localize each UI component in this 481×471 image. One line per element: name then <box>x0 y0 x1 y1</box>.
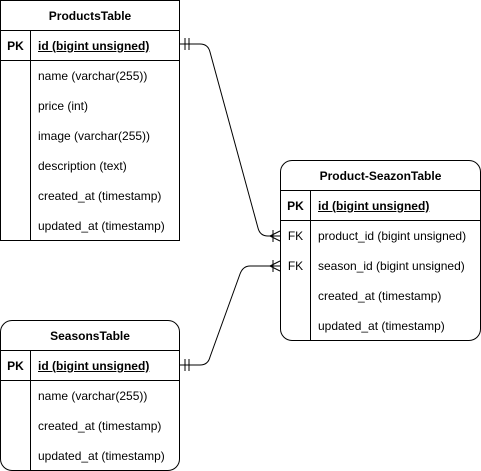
table-row: created_at (timestamp) <box>1 411 179 441</box>
key-label <box>1 381 31 411</box>
products-table[interactable]: ProductsTable PK id (bigint unsigned) na… <box>0 0 180 241</box>
table-row: description (text) <box>1 151 179 181</box>
key-label <box>281 311 311 340</box>
key-label: PK <box>1 31 31 60</box>
field-name: updated_at (timestamp) <box>38 449 165 463</box>
relationship-products-product-season <box>180 43 280 237</box>
crowsfoot-lower <box>269 235 281 242</box>
key-label: FK <box>281 251 311 281</box>
key-label <box>1 121 31 151</box>
table-row: name (varchar(255)) <box>1 381 179 411</box>
table-row: updated_at (timestamp) <box>281 311 480 340</box>
key-label <box>1 411 31 441</box>
key-label <box>1 91 31 121</box>
field-name: description (text) <box>38 159 127 173</box>
table-row: created_at (timestamp) <box>281 281 480 311</box>
table-title: SeasonsTable <box>1 321 179 351</box>
table-title: ProductsTable <box>1 1 179 31</box>
field-name: image (varchar(255)) <box>38 129 151 143</box>
field-name: id (bigint unsigned) <box>38 359 150 373</box>
key-label <box>1 61 31 91</box>
crowsfoot-upper <box>269 230 281 237</box>
key-label <box>1 181 31 211</box>
field-name: name (varchar(255)) <box>38 389 148 403</box>
key-label: PK <box>1 351 31 380</box>
key-label: PK <box>281 191 311 220</box>
table-row: image (varchar(255)) <box>1 121 179 151</box>
field-name: created_at (timestamp) <box>38 189 162 203</box>
field-name: name (varchar(255)) <box>38 69 148 83</box>
key-label <box>1 441 31 470</box>
table-title: Product-SeazonTable <box>281 161 480 191</box>
field-name: season_id (bigint unsigned) <box>318 259 465 273</box>
field-name: price (int) <box>38 99 89 113</box>
table-row: name (varchar(255)) <box>1 61 179 91</box>
table-row: FK season_id (bigint unsigned) <box>281 251 480 281</box>
field-name: created_at (timestamp) <box>318 289 442 303</box>
key-label <box>281 281 311 311</box>
field-name: updated_at (timestamp) <box>318 319 445 333</box>
table-row: created_at (timestamp) <box>1 181 179 211</box>
table-row-pk: PK id (bigint unsigned) <box>1 351 179 381</box>
table-row-pk: PK id (bigint unsigned) <box>1 31 179 61</box>
table-row: price (int) <box>1 91 179 121</box>
field-name: id (bigint unsigned) <box>318 199 430 213</box>
table-row: updated_at (timestamp) <box>1 211 179 240</box>
field-name: updated_at (timestamp) <box>38 219 165 233</box>
key-label <box>1 211 31 240</box>
key-label <box>1 151 31 181</box>
relationship-seasons-product-season <box>180 265 280 366</box>
seasons-table[interactable]: SeasonsTable PK id (bigint unsigned) nam… <box>0 320 180 471</box>
table-row-pk: PK id (bigint unsigned) <box>281 191 480 221</box>
table-row: FK product_id (bigint unsigned) <box>281 221 480 251</box>
table-row: updated_at (timestamp) <box>1 441 179 470</box>
field-name: id (bigint unsigned) <box>38 39 150 53</box>
crowsfoot-upper <box>269 260 281 267</box>
field-name: product_id (bigint unsigned) <box>318 229 467 243</box>
product-season-table[interactable]: Product-SeazonTable PK id (bigint unsign… <box>280 160 481 341</box>
field-name: created_at (timestamp) <box>38 419 162 433</box>
key-label: FK <box>281 221 311 251</box>
crowsfoot-lower <box>269 265 281 272</box>
